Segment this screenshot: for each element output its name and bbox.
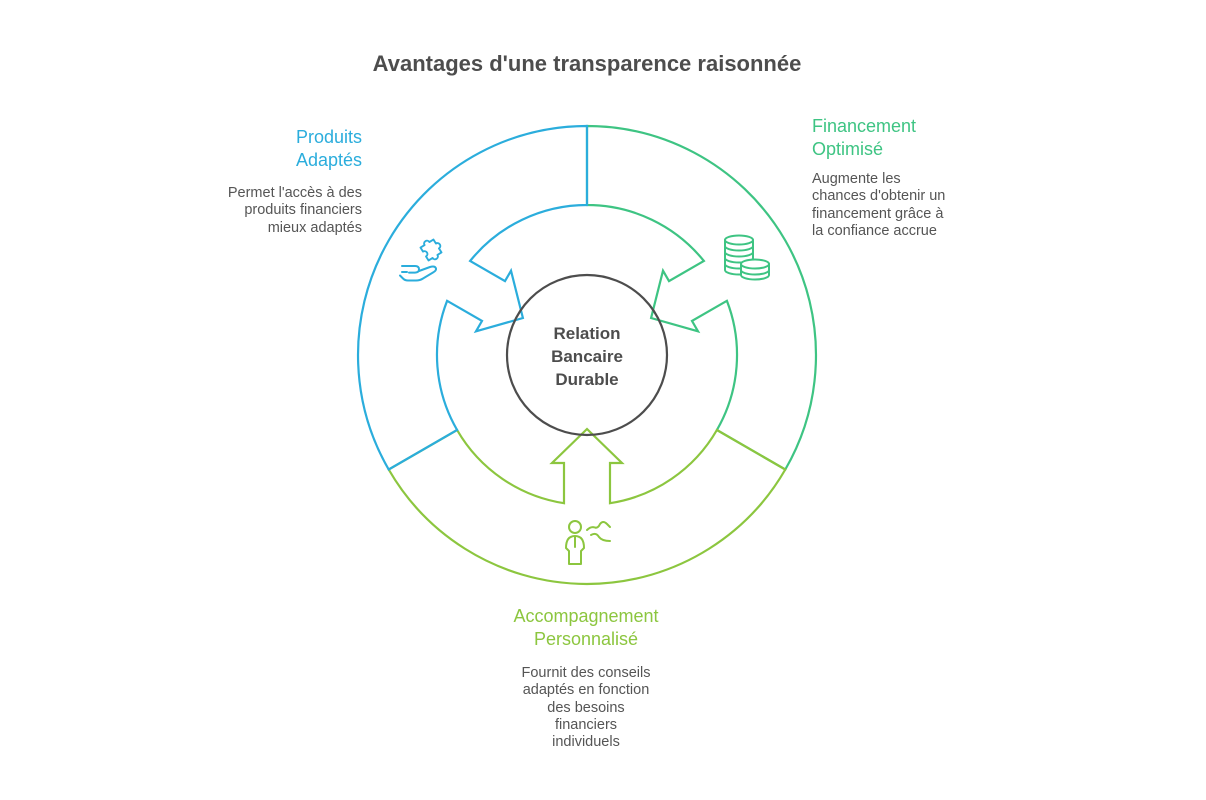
segment-title-produits-adaptes: Produits Adaptés — [296, 126, 362, 172]
center-label-line: Durable — [555, 370, 619, 389]
person-body — [565, 535, 585, 565]
segment-title-line: Optimisé — [812, 139, 884, 159]
segment-title-accompagnement-personnalise: Accompagnement Personnalisé — [436, 605, 736, 651]
coin-bands-left — [724, 245, 754, 270]
description-line: Permet l'accès à des — [227, 185, 362, 201]
coin-top — [724, 234, 754, 246]
center-circle — [505, 273, 669, 437]
coin-top-right — [740, 258, 770, 270]
center-label: Relation Bancaire Durable — [507, 322, 667, 391]
description-line: produits financiers — [244, 202, 362, 219]
puzzle-piece-icon — [419, 238, 443, 262]
advisor-person-icon — [565, 520, 611, 565]
open-hand-icon — [399, 265, 438, 282]
description-line: financement grâce à — [812, 205, 944, 222]
description-line: Augmente les — [812, 171, 901, 187]
segment-description-financement-optimise: Augmente les chances d'obtenir un financ… — [812, 171, 945, 240]
hand-puzzle-icon — [399, 238, 443, 282]
description-line: chances d'obtenir un — [812, 188, 946, 205]
segment-produits-adaptes — [356, 124, 589, 472]
person-head — [568, 520, 582, 534]
description-line: adaptés en fonction — [522, 682, 650, 699]
segment-description-accompagnement-personnalise: Fournit des conseils adaptés en fonction… — [436, 665, 736, 751]
segment-title-line: Financement — [812, 116, 917, 136]
description-line: des besoins — [547, 699, 625, 716]
description-line: Fournit des conseils — [521, 665, 651, 681]
description-line: mieux adaptés — [267, 219, 362, 236]
coin-bands-right — [740, 269, 770, 276]
segment-title-financement-optimise: Financement Optimisé — [812, 115, 916, 161]
coins-stack-icon — [724, 234, 770, 281]
description-line: la confiance accrue — [812, 222, 937, 239]
segment-accompagnement-personnalise — [387, 427, 787, 585]
segment-financement-optimise — [585, 124, 818, 472]
segment-title-line: Accompagnement — [513, 606, 659, 626]
center-label-line: Relation — [553, 324, 621, 343]
segment-description-produits-adaptes: Permet l'accès à des produits financiers… — [228, 185, 362, 237]
winding-path-icon — [586, 521, 611, 542]
description-line: financiers — [554, 716, 618, 733]
description-line: individuels — [552, 734, 620, 751]
page-title: Avantages d'une transparence raisonnée — [372, 51, 802, 76]
segment-title-line: Personnalisé — [533, 629, 639, 649]
center-label-line: Bancaire — [551, 347, 623, 366]
segment-title-line: Adaptés — [295, 150, 362, 170]
segment-title-line: Produits — [295, 127, 362, 147]
